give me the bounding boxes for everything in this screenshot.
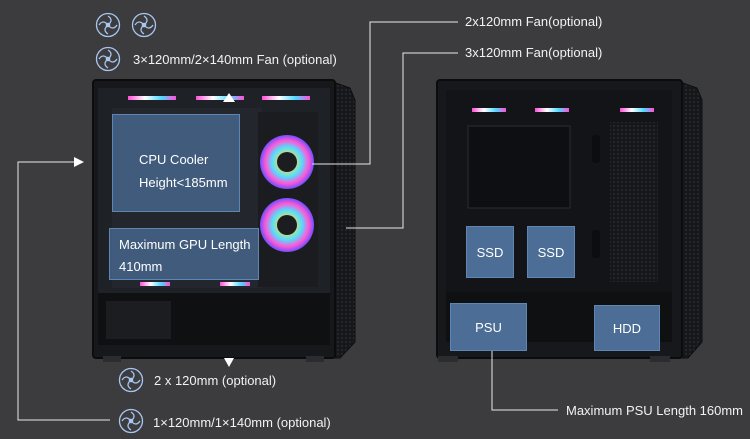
ssd-tag-2: SSD — [527, 226, 575, 278]
hdd-tag: HDD — [594, 305, 660, 351]
fan-icon — [118, 408, 144, 434]
fan-icon — [95, 46, 121, 72]
cpu-cooler-height: Height<185mm — [139, 175, 228, 190]
rear-fan-label: 1×120mm/1×140mm (optional) — [153, 415, 331, 430]
right-case-front-mesh — [679, 81, 703, 359]
top-rgb-2 — [196, 96, 244, 100]
gpu-length-value: 410mm — [119, 259, 163, 274]
callout-psu-length: Maximum PSU Length 160mm — [566, 403, 744, 418]
callout-3x120-fan: 3x120mm Fan(optional) — [465, 45, 603, 60]
ssd-tag-1: SSD — [466, 226, 514, 278]
callout-lines — [17, 21, 558, 421]
top-fan-label: 3×120mm/2×140mm Fan (optional) — [133, 52, 337, 67]
cpu-cooler-label: CPU Cooler — [139, 152, 209, 167]
rear-arrow — [74, 157, 84, 167]
fan-icon — [118, 367, 144, 393]
bottom-arrow — [224, 358, 234, 367]
top-rgb-1 — [128, 96, 176, 100]
right-case — [436, 79, 703, 362]
left-case-front-mesh — [332, 81, 356, 359]
fan-icon — [131, 12, 157, 38]
top-rgb-3 — [262, 96, 310, 100]
psu-tag: PSU — [450, 303, 527, 351]
cpu-cooler-box: CPU Cooler Height<185mm — [112, 114, 240, 212]
bottom-fan-label: 2 x 120mm (optional) — [154, 373, 277, 388]
callout-2x120-fan: 2x120mm Fan(optional) — [465, 14, 603, 29]
top-arrow — [223, 93, 235, 102]
fan-icon — [95, 12, 121, 38]
gpu-box: Maximum GPU Length 410mm — [109, 228, 259, 280]
gpu-length-label: Maximum GPU Length — [119, 237, 251, 252]
